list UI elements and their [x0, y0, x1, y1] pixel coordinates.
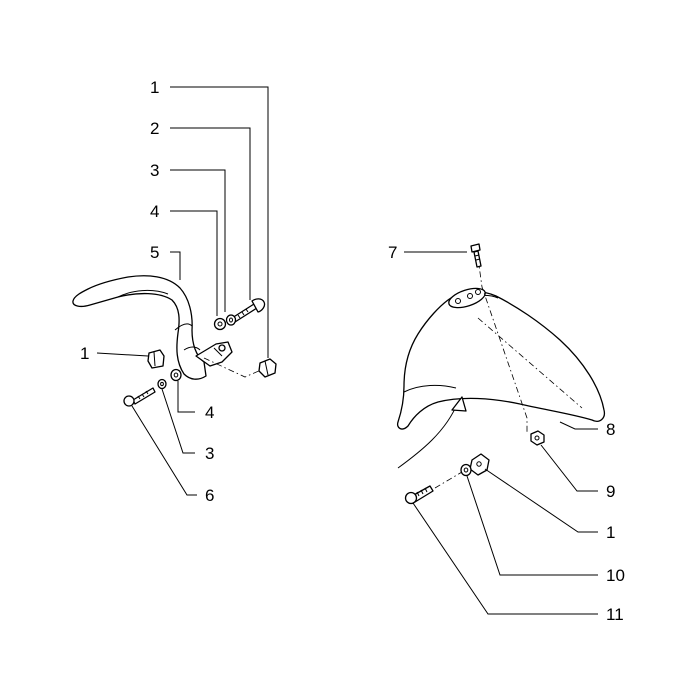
part-label-2: 2 — [150, 119, 159, 138]
front-mudguard-part — [396, 287, 606, 430]
rear-clip-nut-left — [147, 349, 165, 369]
part-label-5: 5 — [150, 243, 159, 262]
part-label-4-top: 4 — [150, 202, 159, 221]
rear-screw — [123, 387, 156, 407]
leader-8 — [559, 421, 598, 430]
leader-6 — [131, 405, 197, 496]
leader-4-bottom — [177, 381, 195, 413]
front-direction-arrowhead — [451, 396, 467, 412]
leader-9 — [540, 444, 598, 492]
rear-grommet-bottom — [170, 368, 182, 382]
part-label-1-top: 1 — [150, 78, 159, 97]
rear-washer-bottom — [157, 378, 167, 390]
rear-assembly-axis — [203, 357, 262, 378]
leader-1-right — [484, 468, 598, 533]
front-vertical-axis — [477, 257, 528, 432]
part-label-1-left: 1 — [80, 344, 89, 363]
leader-11 — [412, 502, 598, 615]
part-label-9: 9 — [606, 482, 615, 501]
rear-clip-nut-right — [258, 358, 277, 378]
leader-5 — [170, 251, 181, 280]
part-label-3-bottom: 3 — [205, 444, 214, 463]
part-label-1-right: 1 — [606, 523, 615, 542]
rear-washer-top — [225, 314, 237, 326]
part-label-4-bottom: 4 — [205, 403, 214, 422]
front-bolt — [404, 485, 434, 505]
front-washer — [460, 463, 472, 477]
part-label-6: 6 — [205, 486, 214, 505]
front-clip-nut — [469, 453, 490, 476]
rear-mudguard-part — [72, 275, 207, 380]
leader-1-top — [170, 86, 269, 358]
front-nut — [530, 430, 545, 446]
leader-3-bottom — [161, 388, 195, 454]
leader-1-left — [96, 352, 149, 357]
part-label-3-top: 3 — [150, 161, 159, 180]
part-label-8: 8 — [606, 420, 615, 439]
leader-3-top — [170, 169, 226, 312]
leader-4-top — [170, 210, 218, 316]
part-label-11: 11 — [606, 605, 624, 624]
part-label-7: 7 — [388, 243, 397, 262]
front-screw-top — [470, 243, 482, 268]
rear-bracket-part — [195, 341, 233, 367]
part-label-10: 10 — [606, 566, 625, 585]
front-bolt-axis — [434, 471, 463, 489]
leader-2 — [170, 127, 251, 300]
rear-bolt — [231, 298, 266, 323]
front-inner-line — [477, 317, 583, 409]
leader-10 — [466, 475, 598, 576]
rear-grommet-top — [213, 317, 227, 331]
